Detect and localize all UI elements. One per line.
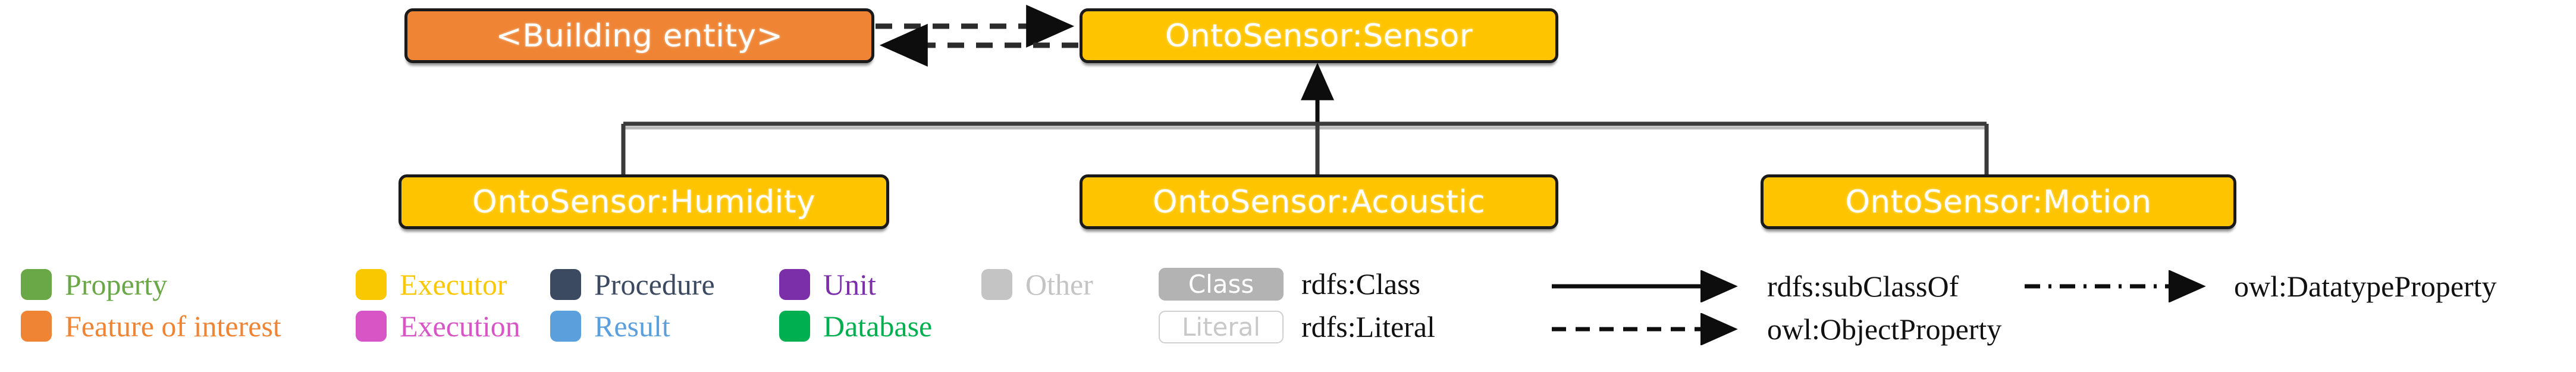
legend-item-rdfs-subclassof: rdfs:subClassOf: [1549, 269, 1959, 304]
legend-item-procedure: Procedure: [550, 269, 715, 300]
literal-badge: Literal: [1159, 310, 1284, 343]
legend-label: Feature of interest: [65, 310, 281, 343]
legend-item-execution: Execution: [356, 311, 520, 342]
node-label: OntoSensor:Humidity: [472, 183, 815, 220]
color-swatch-icon: [779, 311, 810, 342]
legend-label: Property: [65, 268, 168, 301]
legend-label: Execution: [400, 310, 520, 343]
legend-item-owl-datatypeproperty: owl:DatatypeProperty: [2022, 269, 2497, 304]
dashed-arrow-icon: [1552, 313, 1738, 345]
color-swatch-icon: [21, 269, 52, 300]
legend-label: Database: [823, 310, 933, 343]
legend-label: rdfs:subClassOf: [1767, 270, 1959, 303]
class-badge-label: Class: [1188, 269, 1254, 299]
color-swatch-icon: [981, 269, 1012, 300]
legend-label: owl:ObjectProperty: [1767, 312, 2002, 346]
legend-item-executor: Executor: [356, 269, 507, 300]
legend-item-rdfs-class: Class rdfs:Class: [1159, 267, 1420, 301]
node-building-entity[interactable]: <Building entity>: [404, 8, 874, 63]
node-label: <Building entity>: [495, 17, 783, 54]
legend-item-rdfs-literal: Literal rdfs:Literal: [1159, 310, 1435, 344]
node-ontosensor-sensor[interactable]: OntoSensor:Sensor: [1080, 8, 1558, 63]
node-label: OntoSensor:Motion: [1845, 183, 2152, 220]
legend-label: Unit: [823, 268, 876, 301]
color-swatch-icon: [550, 311, 581, 342]
legend-label: rdfs:Class: [1301, 267, 1420, 301]
legend-label: rdfs:Literal: [1301, 310, 1435, 343]
legend-label: Executor: [400, 268, 507, 301]
legend-item-feature-of-interest: Feature of interest: [21, 311, 281, 342]
class-badge: Class: [1159, 267, 1284, 301]
color-swatch-icon: [356, 311, 387, 342]
legend: Property Feature of interest Executor Ex…: [0, 262, 2576, 372]
node-ontosensor-motion[interactable]: OntoSensor:Motion: [1761, 174, 2236, 229]
solid-arrow-icon: [1552, 270, 1738, 302]
legend-item-result: Result: [550, 311, 670, 342]
node-ontosensor-humidity[interactable]: OntoSensor:Humidity: [399, 174, 889, 229]
color-swatch-icon: [356, 269, 387, 300]
color-swatch-icon: [779, 269, 810, 300]
legend-item-property: Property: [21, 269, 167, 300]
legend-item-other: Other: [981, 269, 1093, 300]
legend-label: Procedure: [594, 268, 715, 301]
literal-badge-label: Literal: [1181, 312, 1261, 342]
connector-layer: [621, 5, 1989, 174]
dashdot-arrow-icon: [2025, 270, 2206, 302]
legend-label: owl:DatatypeProperty: [2234, 270, 2497, 303]
legend-label: Result: [594, 310, 670, 343]
color-swatch-icon: [550, 269, 581, 300]
color-swatch-icon: [21, 311, 52, 342]
legend-label: Other: [1025, 268, 1093, 301]
node-label: OntoSensor:Acoustic: [1152, 183, 1486, 220]
legend-item-database: Database: [779, 311, 932, 342]
ontology-diagram-canvas: <Building entity> OntoSensor:Sensor Onto…: [399, 5, 2236, 229]
legend-item-owl-objectproperty: owl:ObjectProperty: [1549, 312, 2001, 346]
node-label: OntoSensor:Sensor: [1165, 17, 1473, 54]
legend-item-unit: Unit: [779, 269, 876, 300]
node-ontosensor-acoustic[interactable]: OntoSensor:Acoustic: [1080, 174, 1558, 229]
